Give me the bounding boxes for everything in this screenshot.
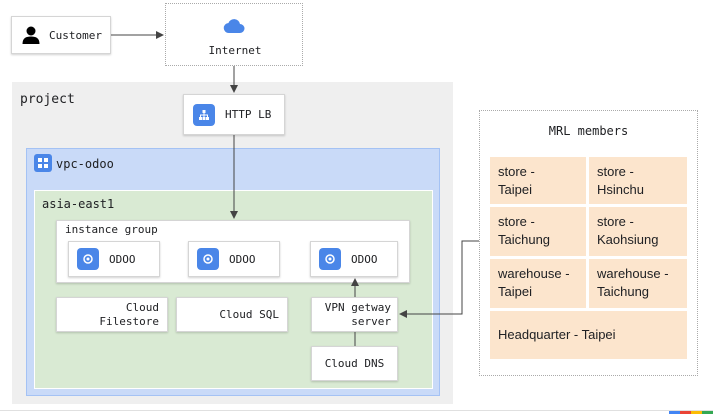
mrl-cell: Headquarter - Taipei — [490, 311, 687, 359]
region-label: asia-east1 — [42, 197, 115, 211]
odoo-node[interactable]: ODOO — [310, 241, 398, 277]
http-lb-label: HTTP LB — [225, 108, 272, 121]
person-icon — [22, 26, 40, 44]
compute-engine-icon — [197, 248, 219, 270]
cloud-filestore-label: Cloud Filestore — [99, 300, 159, 328]
odoo-label: ODOO — [351, 252, 378, 266]
mrl-cell: store - Kaohsiung — [589, 207, 687, 256]
mrl-cell: store - Taichung — [490, 207, 586, 256]
project-label: project — [20, 92, 75, 107]
bottom-divider — [0, 410, 713, 411]
vpc-network-icon — [34, 154, 52, 172]
mrl-cell: warehouse - Taichung — [589, 259, 687, 308]
color-strip — [669, 411, 713, 414]
internet-label: Internet — [208, 44, 262, 57]
cloud-filestore-node[interactable]: Cloud Filestore — [56, 297, 168, 332]
odoo-label: ODOO — [229, 252, 256, 266]
vpn-gateway-node[interactable]: VPN getway server — [311, 297, 398, 332]
cloud-icon — [223, 19, 245, 34]
instance-group-label: instance group — [65, 223, 158, 236]
vpc-label: vpc-odoo — [56, 157, 114, 171]
cloud-dns-node[interactable]: Cloud DNS — [311, 346, 398, 381]
customer-node[interactable]: Customer — [11, 16, 111, 54]
odoo-label: ODOO — [109, 252, 136, 266]
load-balancer-icon — [193, 103, 215, 126]
cloud-sql-label: Cloud SQL — [219, 308, 279, 321]
http-lb-node[interactable]: HTTP LB — [183, 94, 285, 135]
internet-node[interactable]: Internet — [165, 3, 303, 66]
cloud-sql-node[interactable]: Cloud SQL — [176, 297, 288, 332]
odoo-node[interactable]: ODOO — [68, 241, 160, 277]
odoo-node[interactable]: ODOO — [188, 241, 280, 277]
vpn-gateway-label: VPN getway server — [324, 300, 391, 328]
mrl-cell: store - Hsinchu — [589, 157, 687, 204]
compute-engine-icon — [77, 248, 99, 270]
cloud-dns-label: Cloud DNS — [324, 357, 385, 370]
customer-label: Customer — [49, 28, 102, 42]
mrl-cell: warehouse - Taipei — [490, 259, 586, 308]
mrl-cell: store - Taipei — [490, 157, 586, 204]
compute-engine-icon — [319, 248, 341, 270]
mrl-title: MRL members — [548, 124, 629, 138]
